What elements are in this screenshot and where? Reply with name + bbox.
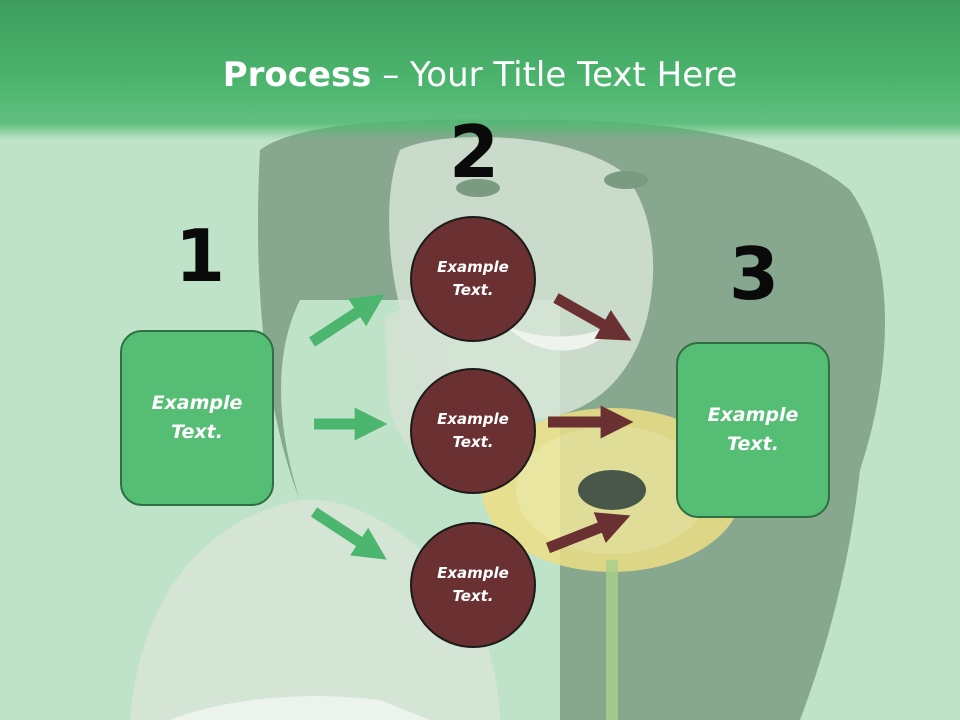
step-1-box: Example Text.: [120, 330, 274, 506]
step-number-1: 1: [174, 214, 226, 298]
arrow-1-to-2c: [310, 507, 387, 560]
step-2-circle-2: Example Text.: [410, 368, 536, 494]
arrow-1-to-2a: [308, 294, 385, 347]
step-2-circle-1: Example Text.: [410, 216, 536, 342]
step-2-item-1-label: Example Text.: [437, 258, 509, 299]
arrow-2c-to-3: [545, 512, 631, 554]
step-1-label: Example Text.: [151, 392, 243, 443]
title-bar: [0, 0, 960, 140]
title-rest: – Your Title Text Here: [371, 55, 738, 95]
title-bold: Process: [222, 55, 372, 95]
arrow-2a-to-3: [553, 293, 632, 341]
step-3-box: Example Text.: [676, 342, 830, 518]
step-number-2: 2: [448, 110, 500, 194]
step-2-item-3-label: Example Text.: [437, 564, 509, 605]
step-number-3: 3: [728, 232, 780, 316]
step-2-item-2-label: Example Text.: [437, 410, 509, 451]
step-3-label: Example Text.: [707, 404, 799, 455]
slide-title: Process – Your Title Text Here: [0, 52, 960, 98]
step-2-circle-3: Example Text.: [410, 522, 536, 648]
